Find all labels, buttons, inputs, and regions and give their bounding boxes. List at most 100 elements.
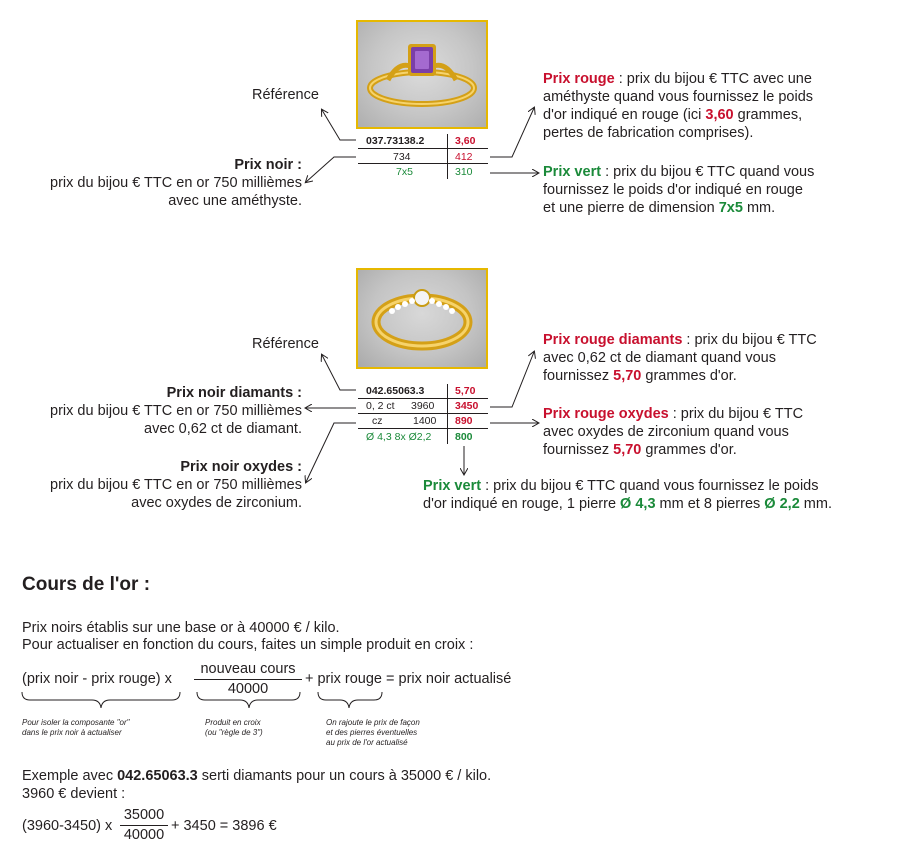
arrow-noir-oxydes (306, 422, 356, 482)
vert-l2c: mm. (799, 496, 832, 512)
prix-noir-desc-1: Prix noir : prix du bijou € TTC en or 75… (2, 156, 302, 210)
prix-noir-oxy-cell: 1400 (413, 415, 437, 427)
prix-vert-l3: et une pierre de dimension (543, 200, 719, 216)
formula-right: + prix rouge = prix noir actualisé (305, 671, 512, 687)
vert-v2: Ø 2,2 (764, 496, 800, 512)
brace-3 (317, 691, 383, 709)
note1-l1: Pour isoler la composante "or" (22, 718, 130, 727)
prix-vert-desc-1: Prix vert : prix du bijou € TTC quand vo… (543, 163, 883, 217)
noir-diam-l1: prix du bijou € TTC en or 750 millièmes (50, 403, 302, 419)
arrow-prix-rouge-1 (490, 108, 534, 158)
arrow-reference-2 (322, 355, 356, 391)
ex-l1a: Exemple avec (22, 768, 118, 784)
prix-rouge-l2: améthyste quand vous fournissez le poids (543, 89, 814, 105)
cours-p2: Pour actualiser en fonction du cours, fa… (22, 637, 474, 653)
prix-rouge-l3: d'or indiqué en rouge (ici (543, 107, 706, 123)
noir-diam-l2: avec 0,62 ct de diamant. (144, 421, 302, 437)
ref-cell-1: 037.73138.2 (366, 135, 425, 147)
example-right: + 3450 = 3896 € (171, 818, 277, 834)
note-produit-croix: Produit en croix (ou "règle de 3") (205, 718, 263, 738)
formula-left: (prix noir - prix rouge) x (22, 671, 172, 687)
note1-l2: dans le prix noir à actualiser (22, 728, 122, 737)
rouge-oxy-l2: avec oxydes de zirconium quand vous (543, 424, 789, 440)
rouge-diamants-desc: Prix rouge diamants : prix du bijou € TT… (543, 331, 883, 385)
ref-cell-2: 042.65063.3 (366, 385, 425, 397)
prix-vert-l2: fournissez le poids d'or indiqué en roug… (543, 182, 803, 198)
prix-rouge-title: Prix rouge (543, 71, 615, 87)
noir-oxy-title: Prix noir oxydes : (180, 459, 302, 475)
vert-l2a: d'or indiqué en rouge, 1 pierre (423, 496, 621, 512)
noir-oxy-l1: prix du bijou € TTC en or 750 millièmes (50, 477, 302, 493)
note3-l1: On rajoute le prix de façon (326, 718, 420, 727)
prix-vert-l1: : prix du bijou € TTC quand vous (601, 164, 815, 180)
prix-rouge-oxy-cell: 890 (455, 415, 473, 427)
prix-rouge-desc-1: Prix rouge : prix du bijou € TTC avec un… (543, 70, 883, 142)
noir-oxy-l2: avec oxydes de zirconium. (131, 495, 302, 511)
rouge-oxy-val: 5,70 (613, 442, 642, 458)
vert-v1: Ø 4,3 (620, 496, 656, 512)
noir-oxydes-desc: Prix noir oxydes : prix du bijou € TTC e… (2, 458, 302, 512)
rouge-diam-val: 5,70 (613, 368, 642, 384)
cours-title: Cours de l'or : (22, 574, 151, 595)
rouge-diam-l3b: grammes d'or. (641, 368, 737, 384)
prix-noir-diam-cell: 3960 (411, 400, 435, 412)
rouge-oxy-title: Prix rouge oxydes (543, 406, 669, 422)
prix-rouge-l3b: grammes, (733, 107, 803, 123)
prix-rouge-diam-cell: 3450 (455, 400, 479, 412)
note2-l1: Produit en croix (205, 718, 261, 727)
prix-vert-title: Prix vert (543, 164, 602, 180)
ex-ref: 042.65063.3 (117, 768, 198, 784)
noir-diamants-desc: Prix noir diamants : prix du bijou € TTC… (2, 384, 302, 438)
formula-numerator: nouveau cours (200, 661, 296, 677)
prix-noir-line2: avec une améthyste. (168, 193, 302, 209)
prix-vert-cell-2: 800 (455, 431, 473, 443)
cours-p1: Prix noirs établis sur une base or à 400… (22, 620, 340, 636)
prix-vert-desc-2: Prix vert : prix du bijou € TTC quand vo… (423, 477, 893, 513)
stone-size-cell-1: 7x5 (396, 166, 413, 178)
example-denominator: 40000 (123, 827, 165, 843)
vert-l1-2: : prix du bijou € TTC quand vous fournis… (481, 478, 819, 494)
rouge-diam-l3: fournissez (543, 368, 614, 384)
brace-2 (196, 691, 301, 709)
arrow-prix-noir-1 (306, 156, 356, 182)
rouge-diam-l2: avec 0,62 ct de diamant quand vous (543, 350, 776, 366)
amethyst-ring-image (367, 44, 477, 107)
example-left: (3960-3450) x (22, 818, 113, 834)
rouge-diam-l1: : prix du bijou € TTC (682, 332, 817, 348)
arrow-reference-1 (322, 110, 356, 141)
rouge-oxy-l3b: grammes d'or. (641, 442, 737, 458)
arrow-rouge-diamants (490, 352, 534, 408)
example-line2: 3960 € devient : (22, 786, 126, 802)
prix-vert-l3b: mm. (742, 200, 776, 216)
prix-noir-title: Prix noir : (234, 157, 302, 173)
note-isoler: Pour isoler la composante "or" dans le p… (22, 718, 130, 738)
prix-rouge-l4: pertes de fabrication comprises). (543, 125, 754, 141)
rouge-oxydes-desc: Prix rouge oxydes : prix du bijou € TTC … (543, 405, 883, 459)
ring-photo-diamond (356, 268, 488, 369)
note-rajoute: On rajoute le prix de façon et des pierr… (326, 718, 420, 748)
vert-l2b: mm et 8 pierres (655, 496, 765, 512)
prix-noir-cell-1: 734 (393, 151, 411, 163)
example-numerator: 35000 (123, 807, 165, 823)
ex-l1b: serti diamants pour un cours à 35000 € /… (197, 768, 492, 784)
reference-label-2: Référence (252, 336, 319, 352)
brace-1 (21, 691, 181, 709)
note2-l2: (ou "règle de 3") (205, 728, 263, 737)
diamond-ring-image (371, 289, 473, 351)
formula-fraction: nouveau cours 40000 (194, 660, 302, 698)
note3-l2: et des pierres éventuelles (326, 728, 418, 737)
note3-l3: au prix de l'or actualisé (326, 738, 408, 747)
gold-weight-cell-1: 3,60 (455, 135, 476, 147)
vert-title-2: Prix vert (423, 478, 482, 494)
gold-weight-cell-2: 5,70 (455, 385, 476, 397)
rouge-oxy-l3: fournissez (543, 442, 614, 458)
formula-denominator: 40000 (227, 681, 269, 697)
rouge-diam-title: Prix rouge diamants (543, 332, 683, 348)
callout-arrows (0, 0, 905, 560)
ring-photo-amethyst (356, 20, 488, 129)
example-line1: Exemple avec 042.65063.3 serti diamants … (22, 767, 491, 785)
diamond-carat-cell: 0, 2 ct (366, 400, 395, 412)
prix-noir-line1: prix du bijou € TTC en or 750 millièmes (50, 175, 302, 191)
example-fraction: 35000 40000 (120, 806, 168, 844)
